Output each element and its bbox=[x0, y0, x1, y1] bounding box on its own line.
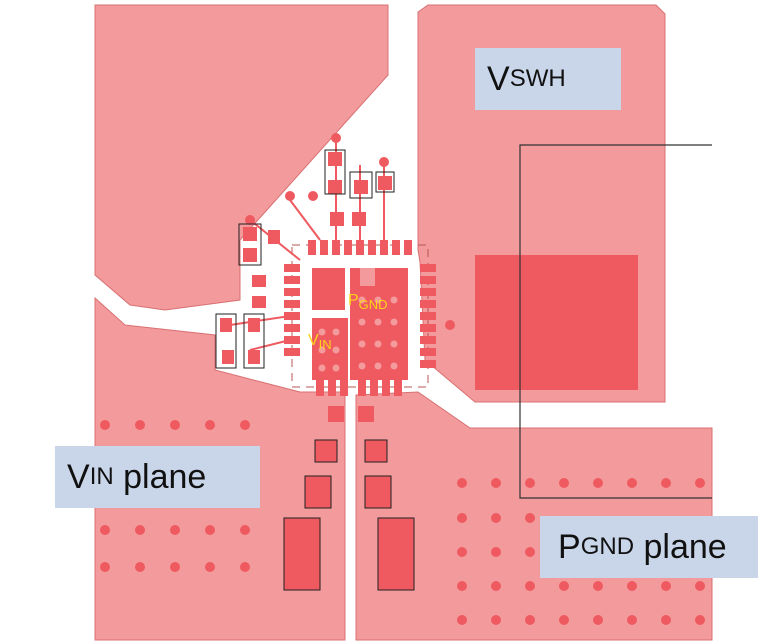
pgnd-plane-label-tail: plane bbox=[634, 527, 727, 566]
component-outlines bbox=[215, 149, 395, 369]
vin-pin-label: VIN bbox=[308, 332, 332, 352]
inductor-pad bbox=[475, 255, 638, 390]
vin-plane-label-tail: plane bbox=[113, 457, 207, 496]
ic-footprint bbox=[284, 240, 455, 396]
vin-pin-label-sub: IN bbox=[318, 337, 332, 352]
vswh-label-main: V bbox=[487, 59, 510, 98]
vin-plane-label-main: V bbox=[67, 457, 90, 496]
output-capacitors bbox=[283, 396, 415, 640]
pgnd-pin-label: PGND bbox=[348, 292, 388, 312]
vin-pin-label-main: V bbox=[308, 332, 319, 349]
vswh-label-sub: SWH bbox=[509, 65, 566, 92]
vin-plane-vias bbox=[100, 420, 250, 572]
pgnd-plane-vias bbox=[457, 478, 705, 625]
vin-copper-region bbox=[94, 4, 389, 311]
vin-plane-label-sub: IN bbox=[89, 463, 114, 490]
pgnd-pin-label-main: P bbox=[348, 292, 359, 309]
pgnd-pin-label-sub: GND bbox=[358, 297, 388, 312]
pgnd-plane-label-sub: GND bbox=[580, 533, 635, 560]
pgnd-plane-label-main: P bbox=[558, 527, 581, 566]
inductor-outline bbox=[519, 144, 712, 499]
signal-components bbox=[220, 133, 392, 364]
